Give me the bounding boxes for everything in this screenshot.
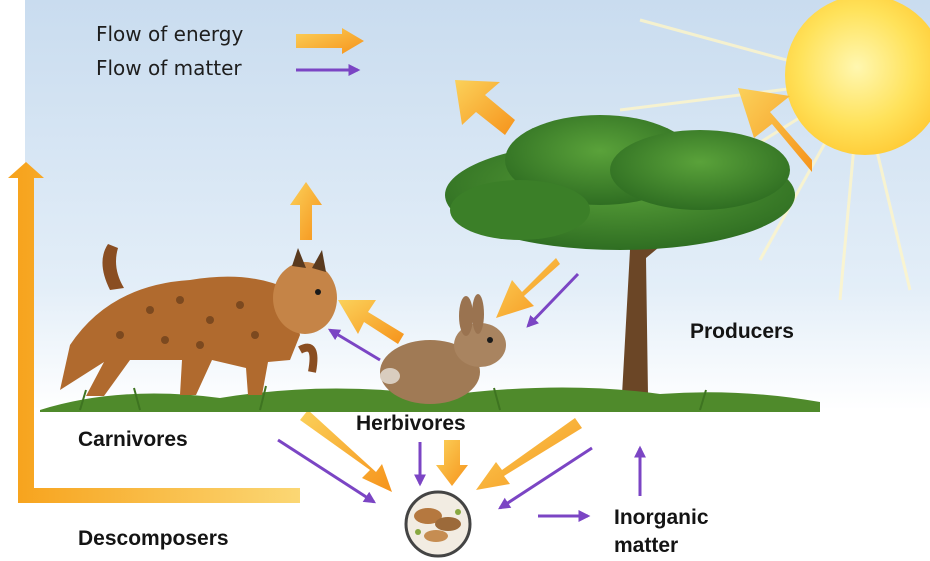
legend-energy-label: Flow of energy: [96, 22, 243, 46]
carnivores-label: Carnivores: [78, 428, 188, 452]
decomposers-label: Descomposers: [78, 527, 229, 551]
mushroom-dish-icon: [406, 492, 470, 556]
herbivores-label: Herbivores: [356, 412, 466, 436]
inorganic-matter-label-line2: matter: [614, 534, 678, 558]
inorganic-matter-label-line1: Inorganic: [614, 506, 709, 530]
producers-label: Producers: [690, 320, 794, 344]
legend-matter-label: Flow of matter: [96, 56, 242, 80]
